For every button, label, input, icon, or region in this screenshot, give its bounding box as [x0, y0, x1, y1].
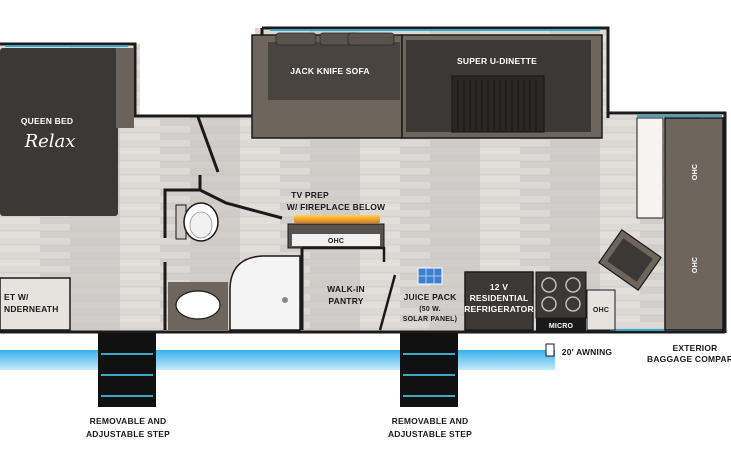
kitchen-ohc-label: OHC: [593, 307, 609, 314]
rear-ohc-2: OHC: [692, 257, 699, 273]
tv-label-1: TV PREP: [291, 190, 329, 200]
stove: [535, 271, 587, 319]
dinette-table: [451, 75, 545, 133]
jack-knife-sofa: [268, 42, 400, 100]
refrigerator: [464, 271, 534, 331]
kitchen-ohc: [586, 289, 616, 331]
step-right-label-2: ADJUSTABLE STEP: [388, 429, 472, 439]
solar-panel-icon: [417, 267, 443, 285]
pantry-walls: [302, 246, 397, 331]
step-left: [98, 333, 156, 407]
rear-counter: [636, 117, 664, 219]
microwave: [536, 318, 586, 331]
underglow: [0, 350, 555, 370]
dinette-label: SUPER U-DINETTE: [457, 56, 537, 66]
bath-walls: [163, 116, 304, 330]
bed-logo: Relax: [24, 131, 76, 152]
juice-label-3: SOLAR PANEL): [403, 316, 457, 323]
bath-sink: [168, 282, 228, 330]
tv-ohc-inner: [292, 234, 380, 246]
juice-label-1: JUICE PACK: [404, 292, 458, 302]
fridge-label-2: RESIDENTIAL: [470, 293, 529, 303]
sofa-cushion-left: [275, 32, 317, 46]
closet: [0, 277, 71, 331]
sofa-label: JACK KNIFE SOFA: [290, 66, 370, 76]
pantry-label-2: PANTRY: [328, 296, 363, 306]
step-right-label-1: REMOVABLE AND: [392, 416, 469, 426]
bedside-cabinet: [116, 48, 134, 128]
closet-label-2: NDERNEATH: [4, 304, 59, 314]
bed-label: QUEEN BED: [21, 116, 73, 126]
kitchen-sink: [598, 229, 662, 291]
toilet: [175, 202, 219, 242]
micro-label: MICRO: [549, 323, 574, 330]
baggage-label-1: EXTERIOR: [672, 343, 717, 353]
tv-label-2: W/ FIREPLACE BELOW: [287, 202, 386, 212]
fridge-label-1: 12 V: [490, 282, 508, 292]
queen-bed: [0, 48, 118, 216]
rear-ohc-1: OHC: [692, 164, 699, 180]
step-left-label-1: REMOVABLE AND: [90, 416, 167, 426]
juice-label-2: (50 W.: [419, 306, 440, 313]
step-left-label-2: ADJUSTABLE STEP: [86, 429, 170, 439]
closet-label-1: ET W/: [4, 292, 29, 302]
sofa-cushion-right: [347, 32, 395, 46]
awning-label: 20' AWNING: [562, 347, 613, 357]
fridge-label-3: REFRIGERATOR: [464, 304, 534, 314]
shower: [229, 255, 301, 331]
rear-cabinet: [664, 117, 724, 331]
step-right: [400, 333, 458, 407]
fireplace-glow: [294, 215, 380, 223]
tv-ohc-label: OHC: [328, 238, 344, 245]
awning-bracket: [545, 343, 555, 357]
pantry-label-1: WALK-IN: [327, 284, 365, 294]
baggage-label-2: BAGGAGE COMPARTME: [647, 354, 731, 364]
